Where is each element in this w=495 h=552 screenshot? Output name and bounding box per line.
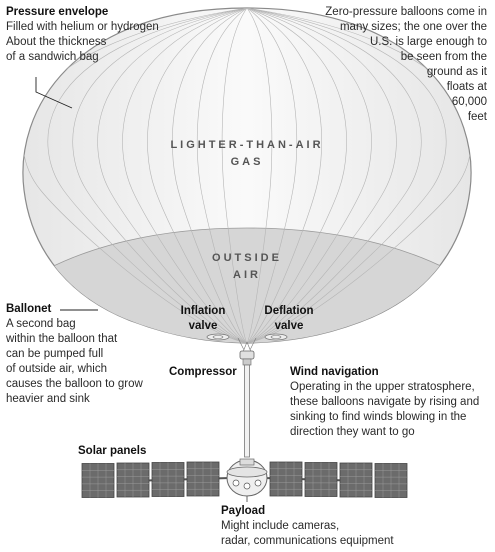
pressure-envelope-title: Pressure envelope [6, 6, 109, 18]
solar-panel [81, 463, 115, 498]
wind-navigation-title: Wind navigation [290, 366, 379, 378]
deflation-valve-line: valve [274, 320, 304, 332]
pressure-envelope-line: Filled with helium or hydrogen [6, 21, 159, 33]
solar-panel [186, 461, 220, 497]
deflation-valve-shape [264, 333, 288, 341]
ballonet-line: heavier and sink [6, 393, 90, 405]
solar-panels-label: Solar panels [78, 444, 198, 459]
outside-air-label-line: AIR [233, 269, 261, 281]
size-note-line: floats at [446, 81, 487, 93]
inflation-valve-label: Inflation valve [168, 304, 238, 334]
ballonet-line: within the balloon that [6, 333, 118, 345]
size-note-line: ground as it [426, 66, 487, 78]
envelope-gore-line [196, 8, 248, 343]
envelope-gore-line [47, 8, 248, 343]
envelope-gore-line [246, 8, 422, 343]
wind-navigation-line: sinking to find winds blowing in the [290, 411, 467, 423]
size-note-line: Zero-pressure balloons come in [325, 6, 487, 18]
wind-navigation-label: Wind navigation Operating in the upper s… [290, 365, 490, 440]
size-note-line: 60,000 [451, 96, 487, 108]
envelope-gore-line [72, 8, 248, 343]
wind-navigation-line: Operating in the upper stratosphere, [290, 381, 475, 393]
solar-panel [151, 462, 185, 497]
ballonet-line: causes the balloon to grow [6, 378, 143, 390]
wind-navigation-line: direction they want to go [290, 426, 415, 438]
payload-gondola [226, 458, 268, 502]
envelope-gore-line [246, 8, 298, 343]
payload-title: Payload [221, 505, 266, 517]
payload-label: Payload Might include cameras, radar, co… [221, 504, 441, 549]
size-note-line: many sizes; the one over the [339, 21, 487, 33]
solar-panel [116, 462, 150, 498]
outside-air-label: OUTSIDE AIR [172, 250, 322, 284]
solar-panels-title: Solar panels [78, 445, 147, 457]
deflation-valve-label: Deflation valve [254, 304, 324, 334]
compressor-label: Compressor [169, 365, 249, 380]
leader-lines [35, 77, 98, 311]
outside-air-label-line: OUTSIDE [212, 252, 282, 264]
payload-line: Might include cameras, [221, 520, 340, 532]
envelope-gore-line [221, 8, 248, 343]
gas-label: LIGHTER-THAN-AIR GAS [147, 137, 347, 171]
envelope-gore-line [97, 8, 248, 343]
size-note: Zero-pressure balloons come in many size… [267, 5, 487, 125]
solar-panel [304, 462, 338, 497]
suspension-rod [244, 364, 250, 458]
envelope-gore-line [246, 8, 472, 343]
envelope-gore-line [22, 8, 248, 343]
payload-line: radar, communications equipment [221, 535, 394, 547]
inflation-valve-line: valve [188, 320, 218, 332]
inflation-valve-shape [206, 333, 230, 341]
solar-panel [269, 461, 303, 497]
solar-panel-array [81, 461, 408, 498]
ballonet-line: A second bag [6, 318, 76, 330]
ballonet-line: of outside air, which [6, 363, 108, 375]
compressor-shape [239, 350, 255, 366]
pressure-envelope-label: Pressure envelope Filled with helium or … [6, 5, 206, 65]
envelope-gore-line [246, 8, 397, 343]
envelope-leader-line [35, 77, 73, 109]
size-note-line: U.S. is large enough to [370, 36, 487, 48]
pressure-envelope-line: of a sandwich bag [6, 51, 99, 63]
compressor-title: Compressor [169, 366, 237, 378]
gas-label-line: GAS [230, 156, 264, 168]
envelope-gore-line [246, 8, 447, 343]
size-note-line: feet [467, 111, 487, 123]
ballonet-label: Ballonet A second bag within the balloon… [6, 302, 176, 407]
deflation-valve-line: Deflation [264, 305, 314, 317]
gas-label-line: LIGHTER-THAN-AIR [170, 139, 324, 151]
envelope-gore-line [246, 8, 273, 343]
ballonet-line: can be pumped full [6, 348, 104, 360]
solar-panel [374, 463, 408, 498]
tether-wires [237, 337, 257, 353]
pressure-envelope-line: About the thickness [6, 36, 107, 48]
solar-panel [339, 462, 373, 498]
size-note-line: be seen from the [400, 51, 487, 63]
ballonet-title: Ballonet [6, 303, 52, 315]
wind-navigation-line: these balloons navigate by rising and [290, 396, 480, 408]
inflation-valve-line: Inflation [180, 305, 226, 317]
